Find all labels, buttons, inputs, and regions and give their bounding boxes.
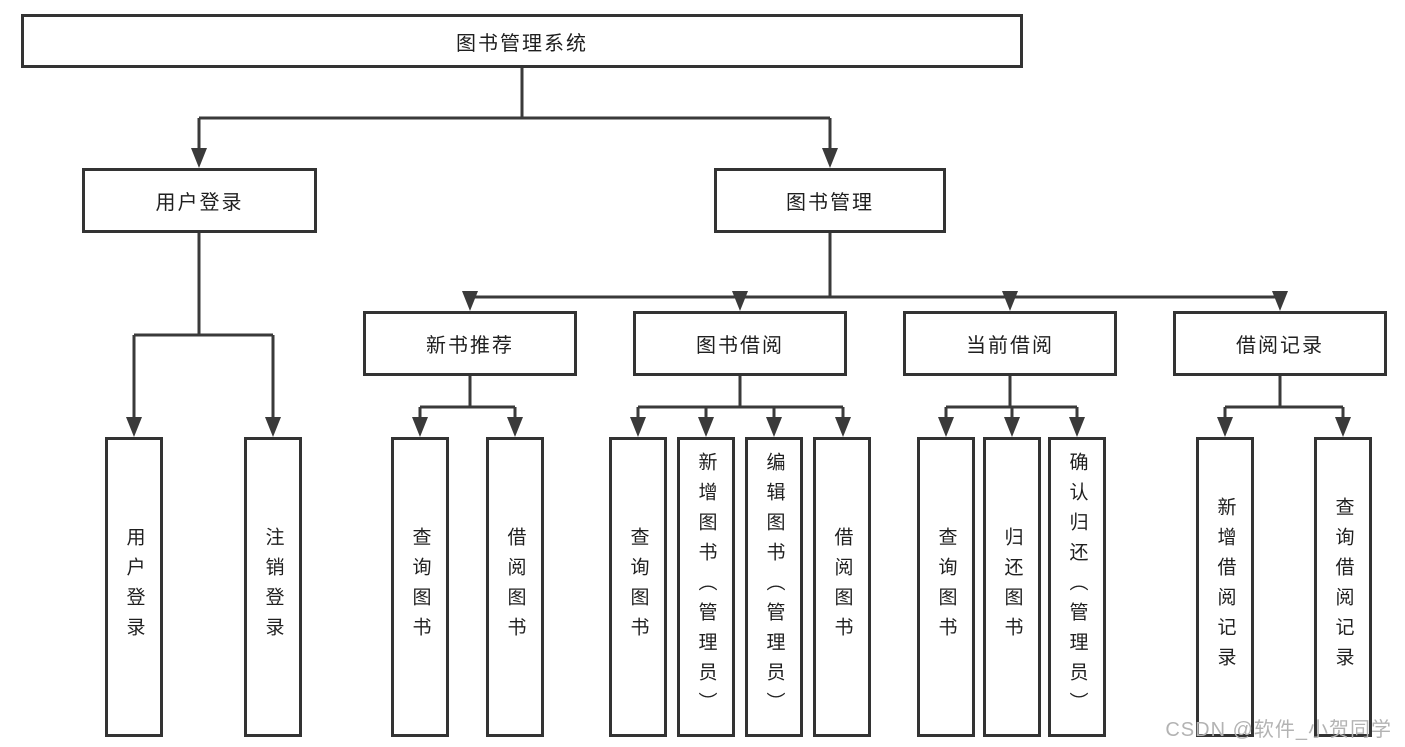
arrowhead: [462, 291, 478, 311]
arrowhead: [1069, 417, 1085, 437]
node-user-login-branch: 用户登录: [82, 168, 317, 233]
leaf-query-book-2-label: 查询图书: [627, 527, 649, 647]
watermark-text: CSDN @软件_小贺同学: [1165, 719, 1392, 741]
leaf-add-book-admin: 新增图书（管理员）: [677, 437, 735, 737]
leaf-query-book-1: 查询图书: [391, 437, 449, 737]
node-borrow-records: 借阅记录: [1173, 311, 1387, 376]
arrowhead: [1002, 291, 1018, 311]
leaf-borrow-book-1: 借阅图书: [486, 437, 544, 737]
node-root: 图书管理系统: [21, 14, 1023, 68]
leaf-logout-label: 注销登录: [262, 527, 284, 647]
arrowhead: [698, 417, 714, 437]
leaf-edit-book-admin: 编辑图书（管理员）: [745, 437, 803, 737]
arrowhead: [630, 417, 646, 437]
leaf-borrow-book-1-label: 借阅图书: [504, 527, 526, 647]
leaf-query-book-1-label: 查询图书: [409, 527, 431, 647]
arrowhead: [835, 417, 851, 437]
leaf-add-borrow-record-label: 新增借阅记录: [1214, 497, 1236, 677]
leaf-confirm-return-admin: 确认归还（管理员）: [1048, 437, 1106, 737]
leaf-return-book-label: 归还图书: [1001, 527, 1023, 647]
node-book-borrow-label: 图书借阅: [696, 335, 784, 357]
arrowhead: [822, 148, 838, 168]
arrowhead: [507, 417, 523, 437]
leaf-confirm-return-admin-label: 确认归还（管理员）: [1066, 452, 1088, 722]
leaf-query-borrow-record-label: 查询借阅记录: [1332, 497, 1354, 677]
arrowhead: [191, 148, 207, 168]
node-book-management: 图书管理: [714, 168, 946, 233]
leaf-query-book-2: 查询图书: [609, 437, 667, 737]
leaf-query-book-3-label: 查询图书: [935, 527, 957, 647]
leaf-return-book: 归还图书: [983, 437, 1041, 737]
leaf-user-login-label: 用户登录: [123, 527, 145, 647]
leaf-logout: 注销登录: [244, 437, 302, 737]
leaf-add-book-admin-label: 新增图书（管理员）: [695, 452, 717, 722]
arrowhead: [1272, 291, 1288, 311]
arrowhead: [1335, 417, 1351, 437]
arrowhead: [938, 417, 954, 437]
node-new-book-recommend: 新书推荐: [363, 311, 577, 376]
node-current-borrow: 当前借阅: [903, 311, 1117, 376]
leaf-query-book-3: 查询图书: [917, 437, 975, 737]
node-user-login-label: 用户登录: [155, 192, 244, 214]
node-book-management-label: 图书管理: [786, 192, 874, 214]
leaf-add-borrow-record: 新增借阅记录: [1196, 437, 1254, 737]
node-root-label: 图书管理系统: [456, 32, 588, 55]
arrowhead: [412, 417, 428, 437]
leaf-query-borrow-record: 查询借阅记录: [1314, 437, 1372, 737]
arrowheads: [126, 148, 1351, 437]
leaf-edit-book-admin-label: 编辑图书（管理员）: [763, 452, 785, 722]
arrowhead: [126, 417, 142, 437]
node-new-book-recommend-label: 新书推荐: [426, 335, 514, 357]
arrowhead: [1004, 417, 1020, 437]
arrowhead: [265, 417, 281, 437]
arrowhead: [1217, 417, 1233, 437]
leaf-borrow-book-2: 借阅图书: [813, 437, 871, 737]
node-book-borrow: 图书借阅: [633, 311, 847, 376]
leaf-borrow-book-2-label: 借阅图书: [831, 527, 853, 647]
arrowhead: [732, 291, 748, 311]
leaf-user-login: 用户登录: [105, 437, 163, 737]
node-borrow-records-label: 借阅记录: [1236, 335, 1324, 357]
arrowhead: [766, 417, 782, 437]
node-current-borrow-label: 当前借阅: [966, 335, 1054, 357]
